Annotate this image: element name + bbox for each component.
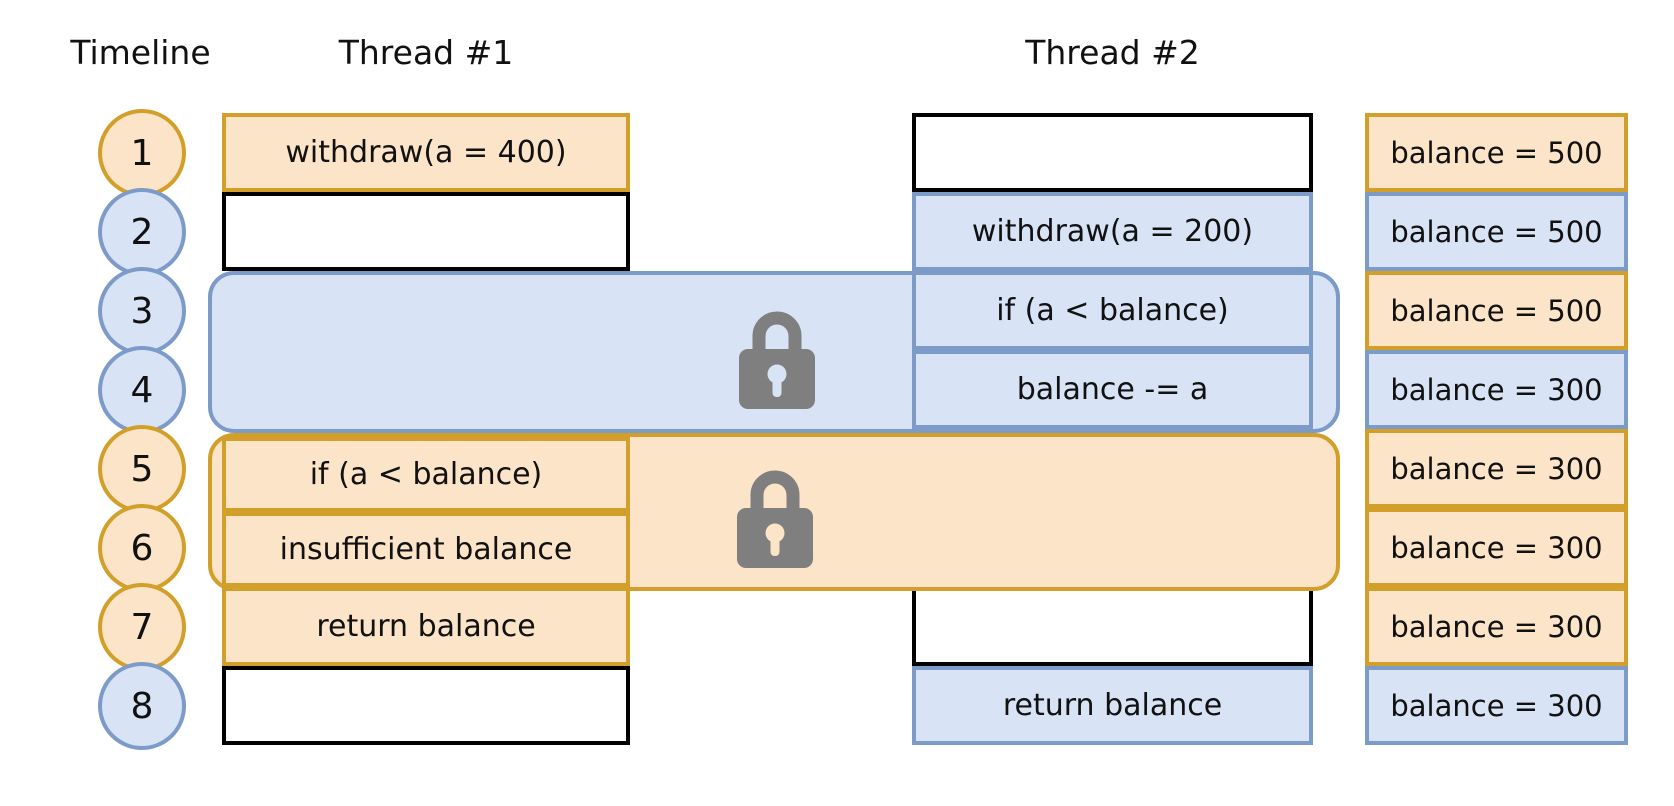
timeline-step-6: 6 — [98, 504, 186, 592]
balance-box-row5: balance = 300 — [1365, 429, 1628, 508]
timeline-step-8: 8 — [98, 662, 186, 750]
thread1-idle-box-row8 — [222, 666, 630, 745]
thread1-header: Thread #1 — [338, 33, 514, 72]
balance-box-row6: balance = 300 — [1365, 508, 1628, 587]
thread2-if-check-box: if (a < balance) — [912, 271, 1313, 350]
thread2-balance-decrement-box: balance -= a — [912, 350, 1313, 429]
thread1-withdraw-box: withdraw(a = 400) — [222, 113, 630, 192]
timeline-header: Timeline — [70, 33, 211, 72]
balance-box-row7: balance = 300 — [1365, 587, 1628, 666]
timeline-step-7: 7 — [98, 583, 186, 671]
lock-icon — [737, 303, 817, 409]
balance-box-row1: balance = 500 — [1365, 113, 1628, 192]
thread1-idle-box-row2 — [222, 192, 630, 271]
thread2-idle-box-row7 — [912, 587, 1313, 666]
timeline-step-2: 2 — [98, 188, 186, 276]
timeline-step-4: 4 — [98, 346, 186, 434]
balance-box-row4: balance = 300 — [1365, 350, 1628, 429]
balance-box-row8: balance = 300 — [1365, 666, 1628, 745]
lock-icon — [735, 462, 815, 568]
thread2-return-balance-box: return balance — [912, 666, 1313, 745]
thread2-withdraw-box: withdraw(a = 200) — [912, 192, 1313, 271]
thread2-idle-box-row1 — [912, 113, 1313, 192]
timeline-step-5: 5 — [98, 425, 186, 513]
thread1-return-balance-box: return balance — [222, 587, 630, 666]
thread1-if-check-box: if (a < balance) — [222, 437, 630, 512]
thread1-insufficient-balance-box: insufficient balance — [222, 512, 630, 587]
thread2-header: Thread #2 — [1025, 33, 1200, 72]
balance-box-row3: balance = 500 — [1365, 271, 1628, 350]
timeline-step-3: 3 — [98, 267, 186, 355]
timeline-step-1: 1 — [98, 109, 186, 197]
balance-box-row2: balance = 500 — [1365, 192, 1628, 271]
